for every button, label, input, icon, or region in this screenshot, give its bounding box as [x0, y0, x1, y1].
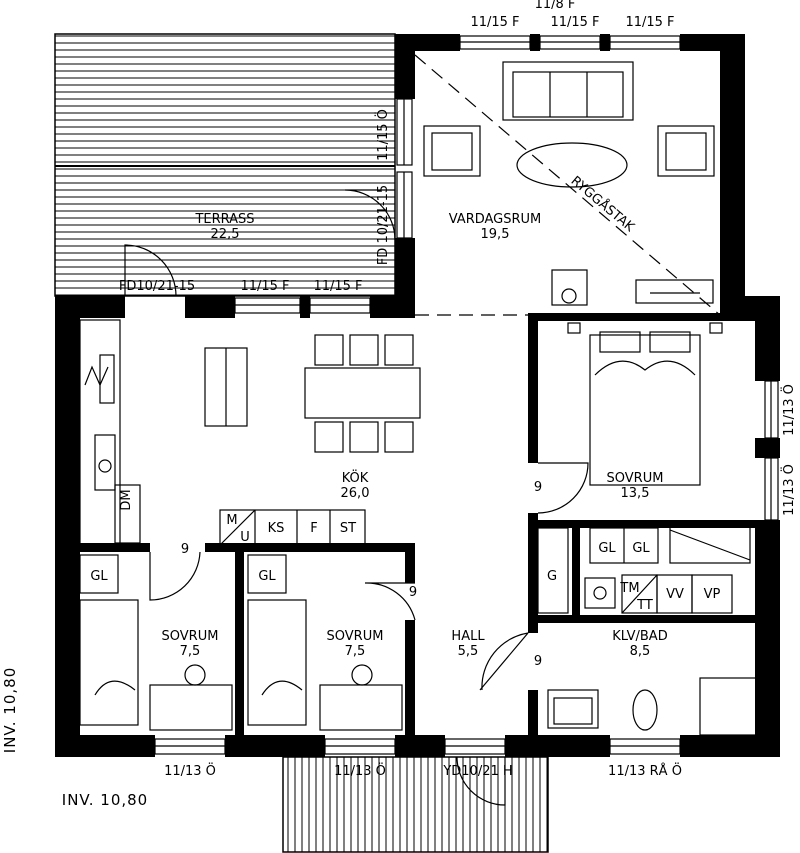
- living-furniture: [423, 61, 715, 306]
- window-label-kitchen-b: 11/15 F: [313, 279, 362, 294]
- ridge-lines: [414, 54, 721, 316]
- living-room-area: 19,5: [481, 227, 510, 242]
- outer-walls: [55, 34, 780, 757]
- g-label: G: [547, 569, 557, 584]
- terrace-name: TERRASS: [194, 212, 254, 227]
- hall-area: 5,5: [458, 644, 479, 659]
- bedroom-left-name: SOVRUM: [162, 629, 219, 644]
- door-width-mid-bedroom: 9: [409, 585, 417, 600]
- master-bedroom-name: SOVRUM: [607, 471, 664, 486]
- kitchen-area: 26,0: [341, 486, 370, 501]
- door-swings: [124, 189, 589, 806]
- bedroom-mid-area: 7,5: [345, 644, 366, 659]
- bedroom-left-area: 7,5: [180, 644, 201, 659]
- window-label-right-b: 11/13 Ö: [780, 464, 797, 516]
- kitchen-name: KÖK: [342, 469, 369, 486]
- mu-label-top: M: [226, 513, 237, 528]
- bedroom-mid-name: SOVRUM: [327, 629, 384, 644]
- hall-name: HALL: [451, 629, 485, 644]
- terrace-area: 22,5: [211, 227, 240, 242]
- level-label-bottom: INV. 10,80: [62, 791, 148, 809]
- window-label-bottom-c: 11/13 RÅ Ö: [608, 762, 682, 779]
- f-label: F: [310, 521, 317, 536]
- vp-label: VP: [704, 587, 721, 602]
- door-width-master-bedroom: 9: [534, 480, 542, 495]
- master-bedroom-area: 13,5: [621, 486, 650, 501]
- door-width-left-bedroom: 9: [181, 542, 189, 557]
- kitchen-furniture: [79, 319, 421, 546]
- bedroom-furniture: [79, 322, 759, 736]
- living-room-name: VARDAGSRUM: [449, 212, 542, 227]
- bathroom-area: 8,5: [630, 644, 651, 659]
- terrace-deck: [54, 33, 396, 297]
- door-width-bathroom: 9: [534, 654, 542, 669]
- window-label-kitchen-a: 11/15 F: [240, 279, 289, 294]
- windows: [154, 35, 779, 755]
- window-label-top-upper: 11/8 F: [535, 0, 576, 12]
- dishwasher-label: DM: [119, 489, 134, 510]
- st-label: ST: [340, 521, 356, 536]
- door-label-terrace: FD 10/21-15: [376, 185, 391, 265]
- tt-label: TT: [636, 598, 653, 613]
- window-label-top-a: 11/15 F: [470, 15, 519, 30]
- gl-label-master-b: GL: [632, 541, 650, 556]
- window-label-top-c: 11/15 F: [625, 15, 674, 30]
- tm-label: TM: [619, 581, 639, 596]
- gl-label-left: GL: [90, 569, 108, 584]
- door-label-yd: YD10/21 H: [442, 764, 512, 779]
- mu-label-bottom: U: [240, 530, 250, 545]
- interior-walls: [80, 313, 758, 738]
- ks-label: KS: [268, 521, 285, 536]
- window-label-top-b: 11/15 F: [550, 15, 599, 30]
- window-label-terrace: 11/15 Ö: [374, 109, 391, 161]
- bathroom-name: KLV/BAD: [612, 629, 667, 644]
- window-label-bottom-a: 11/13 Ö: [164, 762, 216, 779]
- vv-label: VV: [666, 587, 684, 602]
- window-label-right-a: 11/13 Ö: [780, 384, 797, 436]
- level-label-side: INV. 10,80: [1, 667, 19, 753]
- ridge-label: RYGGÅSTAK: [568, 173, 638, 236]
- window-label-bottom-b: 11/13 Ö: [334, 762, 386, 779]
- gl-label-mid: GL: [258, 569, 276, 584]
- gl-label-master-a: GL: [598, 541, 616, 556]
- door-label-fd: FD10/21-15: [119, 279, 195, 294]
